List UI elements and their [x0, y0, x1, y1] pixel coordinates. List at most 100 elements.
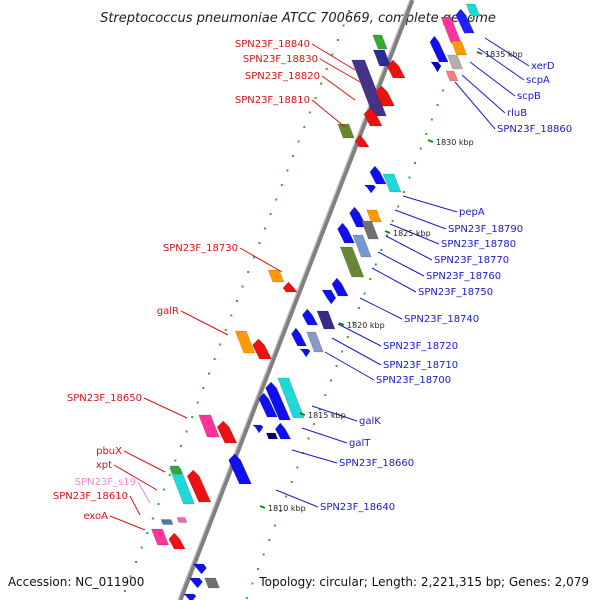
gene-feature	[265, 381, 291, 421]
scale-label: 1820 kbp	[347, 321, 385, 330]
tick-dot	[325, 68, 328, 70]
gene-label-right: scpB	[517, 91, 541, 102]
gene-feature	[301, 308, 319, 326]
tick-dot	[307, 437, 310, 440]
tick-dot	[297, 140, 300, 143]
gene-feature	[331, 277, 349, 297]
leader-line	[359, 297, 403, 320]
tick-dot	[342, 24, 345, 27]
tick-dot	[123, 590, 126, 592]
tick-dot	[397, 205, 400, 208]
gene-feature	[282, 281, 298, 293]
leader-line	[385, 235, 433, 261]
tick-dot	[470, 17, 473, 19]
tick-dot	[245, 597, 248, 599]
tick-dot	[257, 568, 260, 570]
tick-dot	[391, 220, 394, 222]
tick-dot	[275, 198, 278, 201]
tick-dot	[402, 191, 405, 193]
gene-feature	[430, 61, 442, 73]
gene-feature	[446, 54, 464, 70]
gene-label-left: SPN23F_18830	[243, 54, 318, 65]
gene-label-left: SPN23F_18820	[245, 71, 320, 82]
leader-line	[311, 99, 346, 128]
gene-feature	[363, 184, 377, 194]
gene-feature	[160, 519, 174, 525]
tick-dot	[236, 300, 238, 302]
tick-dot	[146, 532, 149, 534]
gene-label-right: scpA	[526, 75, 550, 86]
gene-feature	[265, 432, 279, 440]
gene-label-right: SPN23F_18640	[320, 502, 395, 513]
leader-line	[389, 223, 440, 245]
leader-line	[291, 449, 338, 464]
leader-line	[337, 323, 382, 347]
gene-feature	[352, 234, 372, 258]
gene-label-left: SPN23F_18650	[67, 393, 142, 404]
leader-line	[484, 37, 530, 67]
gene-feature	[354, 134, 370, 148]
tick-dot	[247, 271, 250, 273]
gene-label-left: SPN23F_18610	[53, 491, 128, 502]
leader-line	[311, 405, 358, 422]
gene-features	[151, 3, 481, 600]
tick-dot	[419, 147, 422, 150]
gene-feature	[363, 107, 383, 127]
tick-dot	[279, 510, 282, 512]
leader-line	[113, 464, 158, 491]
major-tick	[476, 51, 483, 55]
gene-feature	[252, 338, 272, 360]
gene-feature	[192, 563, 207, 575]
gene-feature	[386, 59, 406, 79]
gene-label-left: galR	[157, 306, 179, 317]
tick-dot	[290, 481, 293, 483]
gene-label-right: SPN23F_18770	[434, 255, 509, 266]
gene-feature	[204, 577, 220, 589]
map-title: Streptococcus pneumoniae ATCC 700669, co…	[100, 11, 496, 26]
gene-feature	[151, 528, 169, 546]
tick-dot	[303, 126, 306, 128]
leader-line	[319, 58, 361, 83]
leader-line	[137, 481, 151, 504]
gene-feature	[169, 467, 195, 505]
tick-dot	[314, 97, 317, 99]
gene-label-left: SPN23F_18730	[163, 243, 238, 254]
gene-label-left: xpt	[96, 460, 112, 471]
leader-line	[239, 247, 283, 273]
tick-dot	[219, 343, 222, 346]
tick-dot	[308, 111, 311, 114]
gene-feature	[445, 70, 459, 82]
scale-label: 1815 kbp	[308, 411, 346, 420]
gene-label-right: SPN23F_18660	[339, 458, 414, 469]
leader-line	[377, 251, 425, 277]
tick-dot	[374, 263, 377, 266]
leader-line	[461, 74, 506, 114]
gene-feature	[168, 532, 186, 550]
gene-label-left: SPN23F_18810	[235, 95, 310, 106]
tick-dot	[352, 321, 355, 324]
leader-line	[394, 209, 447, 230]
leader-line	[180, 310, 229, 336]
tick-dot	[320, 82, 323, 85]
tick-dot	[264, 227, 267, 230]
major-tick	[299, 412, 306, 416]
tick-dot	[168, 474, 171, 476]
gene-feature	[299, 348, 311, 358]
tick-dot	[414, 162, 417, 164]
tick-dot	[336, 39, 339, 41]
gene-feature	[258, 392, 278, 418]
gene-feature	[183, 593, 197, 600]
gene-label-right: SPN23F_18790	[448, 224, 523, 235]
tick-dot	[185, 430, 188, 433]
tick-dot	[380, 249, 383, 251]
tick-dot	[269, 213, 272, 215]
gene-feature	[366, 209, 382, 223]
gene-feature	[339, 246, 365, 278]
gene-feature	[372, 34, 388, 50]
major-tick	[338, 322, 345, 326]
major-tick	[384, 230, 391, 234]
leader-line	[311, 43, 356, 71]
tick-dot	[292, 155, 295, 157]
